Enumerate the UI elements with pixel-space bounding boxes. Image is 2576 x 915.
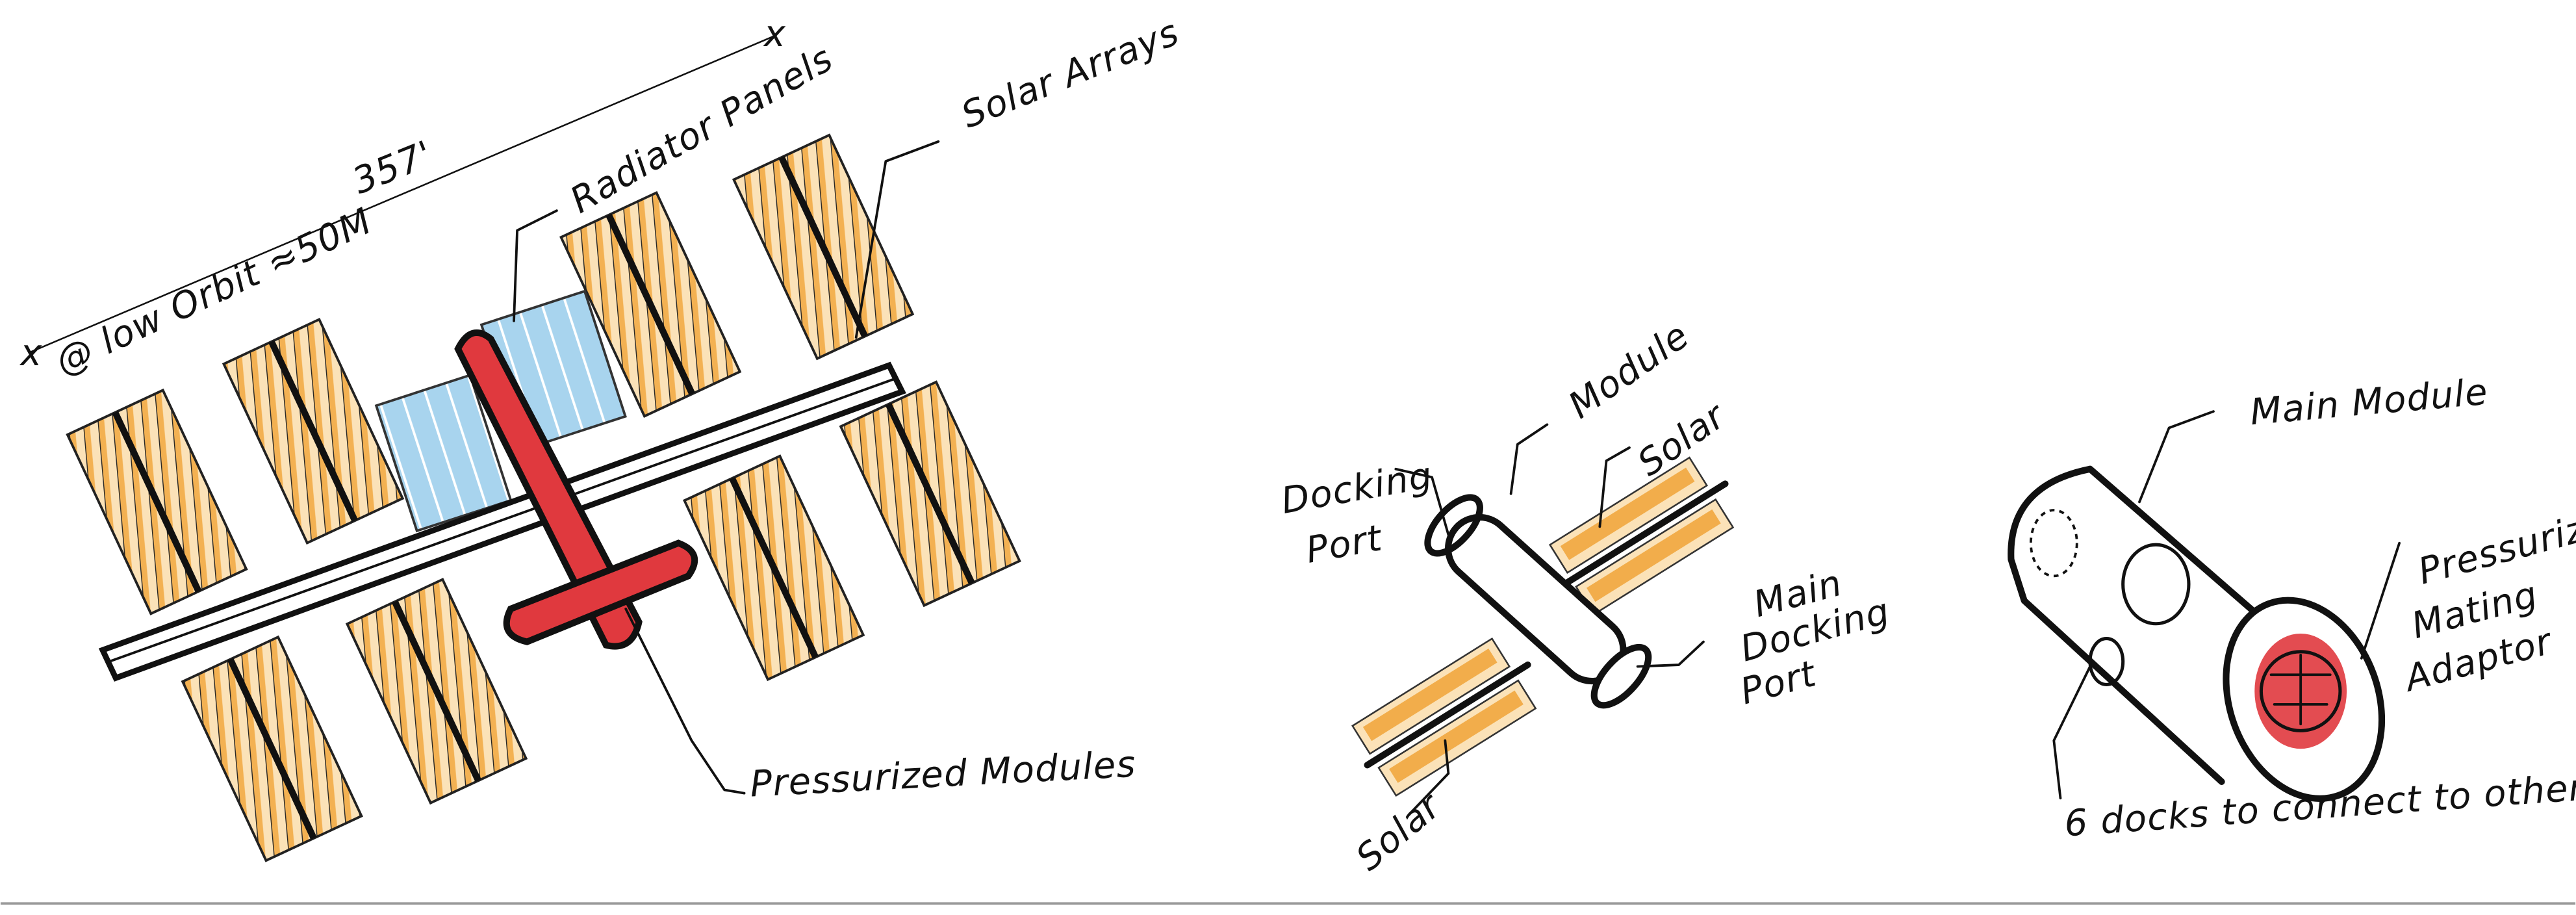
solar-arrays-label: Solar Arrays bbox=[956, 11, 1185, 136]
main-truss bbox=[98, 361, 906, 682]
solar-array-panel bbox=[682, 454, 865, 682]
radiator-leader bbox=[513, 209, 558, 322]
solar-bottom-label: Solar bbox=[1348, 784, 1450, 879]
pressurized-modules-label: Pressurized Modules bbox=[749, 743, 1137, 806]
module-label: Module bbox=[1561, 314, 1697, 427]
solar-array-panel bbox=[732, 133, 915, 361]
dimension-x-mark: x bbox=[19, 332, 42, 374]
dimension-x-mark: x bbox=[763, 13, 786, 55]
solar-array-panel bbox=[66, 388, 248, 615]
span-label: 357' bbox=[347, 133, 439, 203]
dimension-line: x x bbox=[19, 13, 786, 374]
dock-port bbox=[2029, 509, 2078, 578]
dock-port bbox=[2088, 637, 2125, 686]
main-module bbox=[2008, 465, 2386, 802]
solar-array-panel bbox=[181, 635, 363, 862]
solar-arrays bbox=[66, 133, 1021, 862]
solar-array-panel bbox=[559, 191, 742, 418]
docking-port-label-1: Docking bbox=[1278, 454, 1436, 522]
radiator-panel bbox=[374, 373, 513, 533]
main-docking-port bbox=[1590, 643, 1652, 709]
solar-arrays-leader bbox=[854, 140, 940, 339]
solar-array-panel bbox=[222, 318, 405, 545]
pressurized-leader bbox=[624, 608, 746, 795]
main-module-label: Main Module bbox=[2249, 371, 2490, 434]
small-station bbox=[1351, 456, 1735, 797]
docking-port-label-2: Port bbox=[1303, 517, 1386, 572]
mating-adaptor-label-1: Pressurized bbox=[2414, 496, 2576, 593]
solar-array-panel bbox=[839, 380, 1021, 608]
pressurized-module bbox=[454, 329, 698, 650]
solar-array-panel bbox=[345, 578, 528, 805]
dock-port bbox=[2121, 543, 2191, 626]
